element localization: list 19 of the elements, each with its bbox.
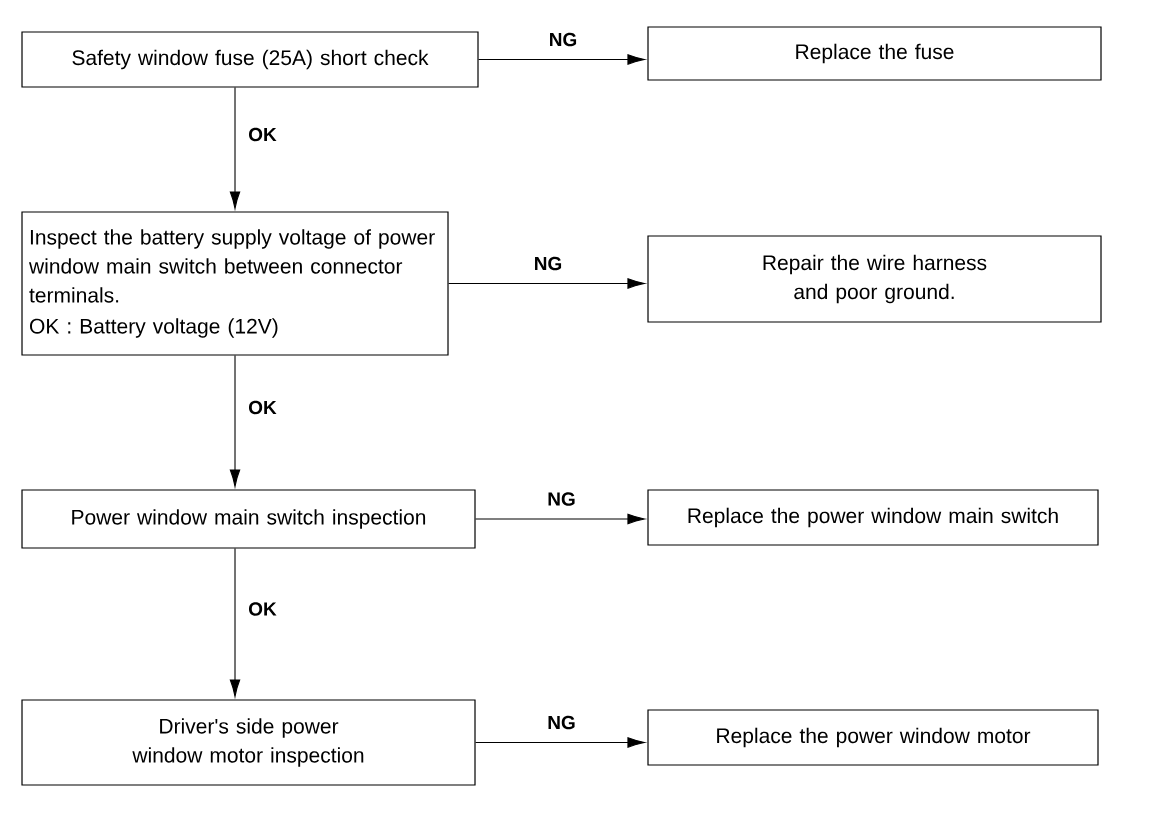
arrow: [229, 87, 241, 209]
process-box: Inspect the battery supply voltage of power window main switch between connector terminals. OK : Battery voltage (12V): [21, 211, 449, 356]
edge-label: NG: [547, 31, 579, 48]
process-box: Power window main switch inspection: [21, 489, 476, 549]
arrow: [229, 355, 241, 487]
edge-label: OK: [247, 601, 278, 617]
arrow: [229, 548, 241, 697]
edge-label: OK: [247, 126, 278, 143]
edge-label: NG: [546, 714, 577, 731]
edge-label: NG: [532, 255, 564, 272]
edge-label: NG: [546, 491, 577, 507]
process-box: Driver's side power window motor inspection: [21, 699, 476, 786]
process-box: Safety window fuse (25A) short check: [21, 31, 479, 88]
process-box: Replace the power window main switch: [647, 489, 1099, 546]
process-box: Replace the fuse: [647, 26, 1102, 81]
arrow: [475, 513, 645, 525]
process-box: Repair the wire harness and poor ground.: [647, 235, 1102, 323]
process-box: Replace the power window motor: [647, 709, 1099, 766]
edge-label: OK: [247, 399, 278, 416]
